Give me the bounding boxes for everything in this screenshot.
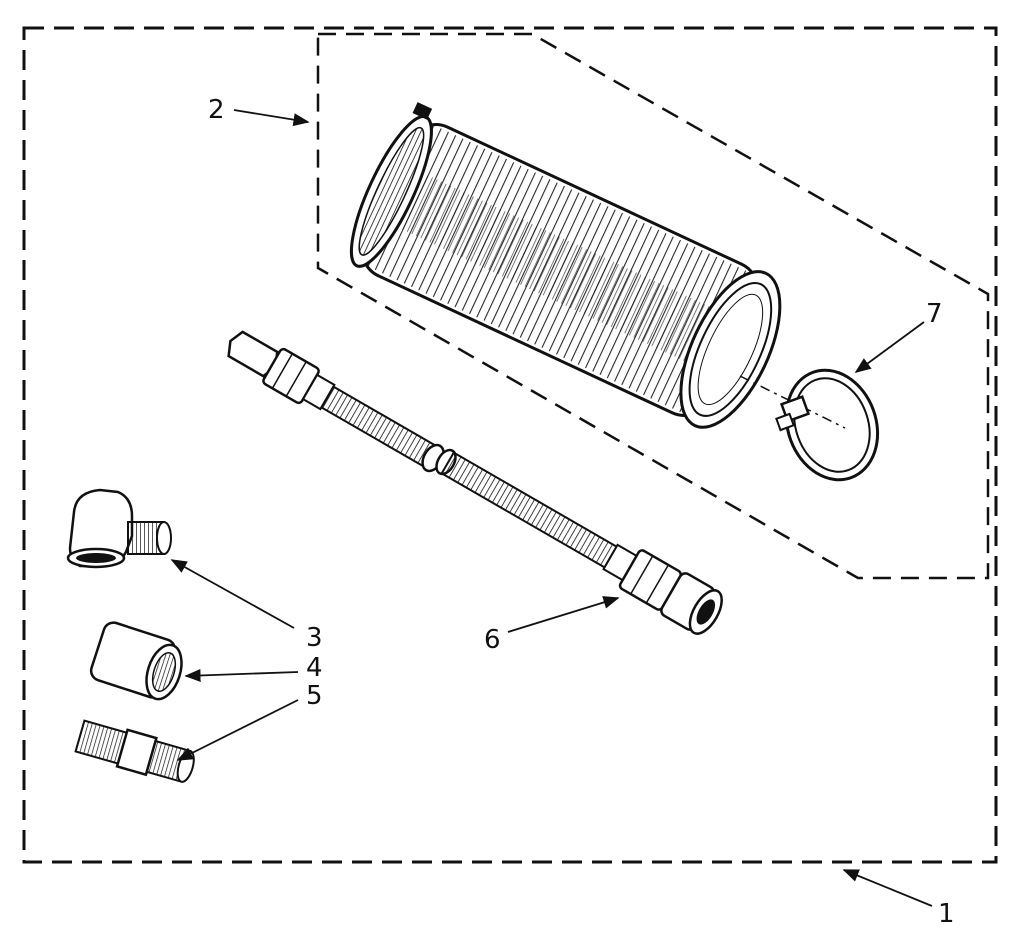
- flex-duct: [349, 102, 782, 429]
- elbow-fitting: [66, 488, 172, 569]
- leader-lines: [170, 109, 933, 907]
- kit-boundary: [22, 26, 998, 864]
- callout-1: 1: [938, 899, 955, 929]
- callout-6: 6: [484, 625, 501, 655]
- coupling: [89, 621, 183, 701]
- vent-kit-boundary: [316, 32, 990, 580]
- callout-2: 2: [208, 95, 225, 125]
- callout-3: 3: [306, 623, 323, 653]
- gas-connector-upper: [227, 330, 445, 473]
- callout-4: 4: [306, 653, 323, 683]
- pipe-nipple: [74, 719, 195, 783]
- hose-clamp: [739, 368, 880, 482]
- gas-connector-lower: [435, 448, 723, 635]
- callout-7: 7: [926, 299, 943, 329]
- callout-5: 5: [306, 681, 323, 711]
